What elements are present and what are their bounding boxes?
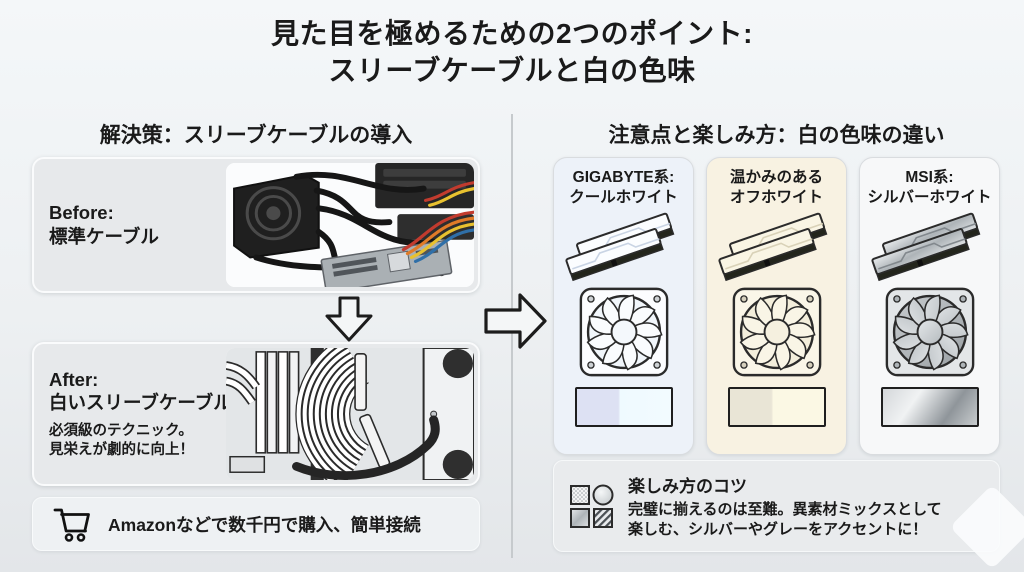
- psu-messy-cables-illustration: [226, 163, 474, 287]
- sleeved-cables-illustration: [226, 348, 474, 480]
- page-title: 見た目を極めるための2つのポイント: スリーブケーブルと白の色味: [0, 16, 1024, 90]
- ram-sticks-icon: [870, 213, 980, 282]
- column-silver-white: MSI系: シルバーホワイト: [859, 157, 1000, 455]
- column-cool-white: GIGABYTE系: クールホワイト: [553, 157, 694, 455]
- after-label: After:: [49, 368, 99, 390]
- after-illustration: [226, 348, 474, 480]
- color-swatch-off-white: [727, 387, 826, 428]
- column-silver-white-title: MSI系: シルバーホワイト: [867, 168, 991, 208]
- purchase-note-text: Amazonなどで数千円で購入、簡単接続: [108, 514, 421, 535]
- ram-sticks-icon: [564, 213, 674, 282]
- after-card: After: 白いスリーブケーブル 必須級のテクニック。 見栄えが劇的に向上！: [32, 342, 480, 486]
- case-fan-icon: [732, 287, 821, 377]
- page-title-line1: 見た目を極めるための2つのポイント:: [271, 18, 753, 49]
- after-note-line1: 必須級のテクニック。: [49, 423, 193, 440]
- shopping-cart-icon: [53, 508, 90, 542]
- section-divider: [511, 114, 513, 558]
- after-desc: 白いスリーブケーブル: [49, 392, 232, 414]
- tips-line1: 完璧に揃えるのは至難。異素材ミックスとして: [628, 501, 942, 518]
- down-arrow-icon: [325, 296, 373, 342]
- left-section-heading: 解決策：スリーブケーブルの導入: [99, 124, 413, 147]
- column-title-line2: シルバーホワイト: [867, 189, 992, 207]
- before-desc: 標準ケーブル: [49, 226, 159, 247]
- right-section-heading: 注意点と楽しみ方：白の色味の違い: [608, 124, 945, 147]
- before-label-block: Before: 標準ケーブル: [49, 159, 245, 291]
- column-title-line2: オフホワイト: [729, 189, 823, 207]
- purchase-note-bar: Amazonなどで数千円で購入、簡単接続: [32, 497, 480, 551]
- after-label-block: After: 白いスリーブケーブル 必須級のテクニック。 見栄えが劇的に向上！: [49, 344, 245, 484]
- ram-sticks-icon: [717, 213, 827, 282]
- color-swatch-silver-white: [880, 387, 979, 428]
- column-title-line1: MSI系:: [905, 169, 954, 186]
- color-swatch-cool-white: [574, 387, 673, 428]
- column-off-white: 温かみのある オフホワイト: [706, 157, 847, 455]
- tips-title: 楽しみ方のコツ: [628, 477, 747, 496]
- before-label: Before:: [49, 202, 114, 224]
- tips-text-block: 楽しみ方のコツ 完璧に揃えるのは至難。異素材ミックスとして 楽しむ、シルバーやグ…: [628, 472, 991, 541]
- tips-box: 楽しみ方のコツ 完璧に揃えるのは至難。異素材ミックスとして 楽しむ、シルバーやグ…: [553, 460, 1000, 552]
- after-note: 必須級のテクニック。 見栄えが劇的に向上！: [49, 422, 245, 460]
- column-cool-white-title: GIGABYTE系: クールホワイト: [569, 168, 678, 208]
- column-title-line1: 温かみのある: [729, 169, 823, 186]
- column-title-line1: GIGABYTE系:: [572, 169, 675, 186]
- texture-mix-icon: [570, 484, 614, 528]
- before-illustration: [226, 163, 474, 287]
- tips-line2: 楽しむ、シルバーやグレーをアクセントに！: [628, 521, 928, 539]
- right-arrow-icon: [484, 293, 547, 349]
- column-title-line2: クールホワイト: [569, 189, 678, 207]
- before-card: Before: 標準ケーブル: [32, 157, 480, 293]
- page-title-line2: スリーブケーブルと白の色味: [328, 54, 696, 86]
- column-off-white-title: 温かみのある オフホワイト: [730, 168, 823, 208]
- case-fan-icon: [579, 287, 668, 377]
- after-note-line2: 見栄えが劇的に向上！: [49, 442, 194, 459]
- case-fan-icon: [885, 287, 974, 377]
